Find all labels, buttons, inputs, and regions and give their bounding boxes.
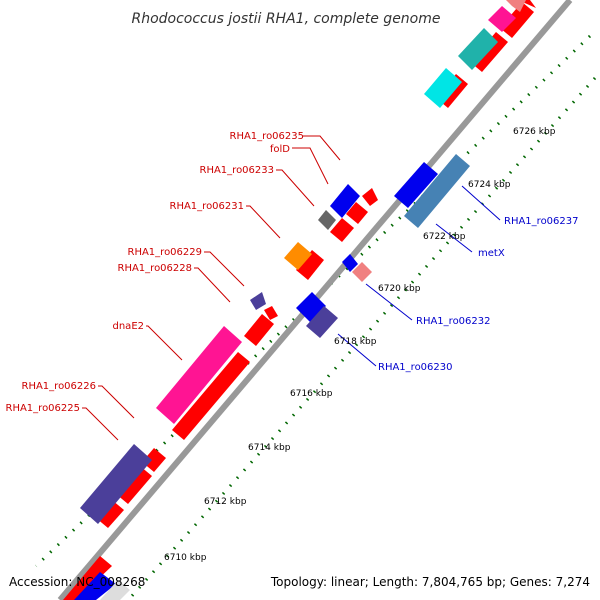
- gene-arrow[interactable]: [142, 448, 166, 472]
- gene-block[interactable]: [250, 292, 266, 310]
- tick-label: 6724 kbp: [468, 180, 511, 190]
- gene-label[interactable]: RHA1_ro06230: [378, 362, 453, 373]
- tick-label: 6714 kbp: [248, 443, 291, 453]
- gene-arrow[interactable]: [470, 32, 508, 72]
- tick-label: 6718 kbp: [334, 337, 377, 347]
- gene-block[interactable]: [424, 68, 462, 108]
- tick-labels: 6710 kbp 6712 kbp 6714 kbp 6716 kbp 6718…: [164, 127, 556, 563]
- gene-arrow[interactable]: [172, 352, 250, 440]
- gene-block[interactable]: [342, 254, 358, 272]
- gene-label[interactable]: RHA1_ro06229: [128, 247, 203, 258]
- tick-label: 6716 kbp: [290, 389, 333, 399]
- gene-block[interactable]: [404, 154, 470, 228]
- gene-block[interactable]: [296, 292, 326, 322]
- gene-label[interactable]: metX: [478, 248, 505, 259]
- gene-label[interactable]: folD: [270, 144, 290, 155]
- gene-arrow[interactable]: [116, 466, 152, 504]
- genome-summary: Topology: linear; Length: 7,804,765 bp; …: [270, 575, 590, 589]
- gene-arrow[interactable]: [96, 500, 124, 528]
- gene-arrow[interactable]: [296, 250, 324, 280]
- minus-strand-genes: [74, 154, 470, 600]
- gene-block[interactable]: [330, 184, 360, 218]
- gene-label[interactable]: RHA1_ro06225: [6, 403, 81, 414]
- gene-arrow[interactable]: [330, 218, 354, 242]
- gene-arrow[interactable]: [362, 188, 378, 206]
- gene-block[interactable]: [306, 306, 338, 338]
- tick-label: 6710 kbp: [164, 553, 207, 563]
- tick-label: 6722 kbp: [423, 232, 466, 242]
- gene-block[interactable]: [352, 262, 372, 282]
- gene-arrow[interactable]: [244, 314, 274, 346]
- gene-arrow[interactable]: [63, 556, 112, 600]
- gene-block[interactable]: [74, 572, 116, 600]
- gene-block[interactable]: [488, 6, 516, 32]
- gene-label[interactable]: RHA1_ro06231: [170, 201, 245, 212]
- gene-arrow[interactable]: [500, 2, 534, 38]
- gene-label[interactable]: RHA1_ro06233: [200, 165, 275, 176]
- gene-block[interactable]: [394, 162, 438, 208]
- gene-arrow[interactable]: [346, 202, 368, 224]
- minus-gene-labels: RHA1_ro06237 metX RHA1_ro06232 RHA1_ro06…: [378, 216, 579, 373]
- tick-label: 6726 kbp: [513, 127, 556, 137]
- gene-label[interactable]: RHA1_ro06232: [416, 316, 491, 327]
- gene-label[interactable]: RHA1_ro06237: [504, 216, 579, 227]
- map-title: Rhodococcus jostii RHA1, complete genome: [131, 11, 440, 27]
- plus-gene-labels: RHA1_ro06235 folD RHA1_ro06233 RHA1_ro06…: [6, 131, 305, 414]
- gene-label[interactable]: RHA1_ro06235: [230, 131, 305, 142]
- gene-block[interactable]: [156, 326, 242, 424]
- gene-label[interactable]: RHA1_ro06226: [22, 381, 97, 392]
- gene-label[interactable]: dnaE2: [113, 321, 145, 332]
- tick-label: 6720 kbp: [378, 284, 421, 294]
- guide-dots-outer-minus: [128, 77, 597, 599]
- tick-label: 6712 kbp: [204, 497, 247, 507]
- gene-block[interactable]: [318, 210, 336, 230]
- gene-block[interactable]: [458, 28, 498, 70]
- gene-block[interactable]: [284, 242, 312, 270]
- plus-leader-lines: [82, 135, 341, 441]
- gene-block[interactable]: [100, 580, 130, 600]
- minus-leader-lines: [337, 185, 501, 367]
- gene-block[interactable]: [80, 444, 152, 524]
- gene-arrow[interactable]: [264, 306, 278, 320]
- gene-block[interactable]: [506, 0, 526, 12]
- accession-label: Accession: NC_008268: [9, 575, 145, 589]
- plus-strand-genes: [63, 0, 536, 600]
- gene-label[interactable]: RHA1_ro06228: [118, 263, 193, 274]
